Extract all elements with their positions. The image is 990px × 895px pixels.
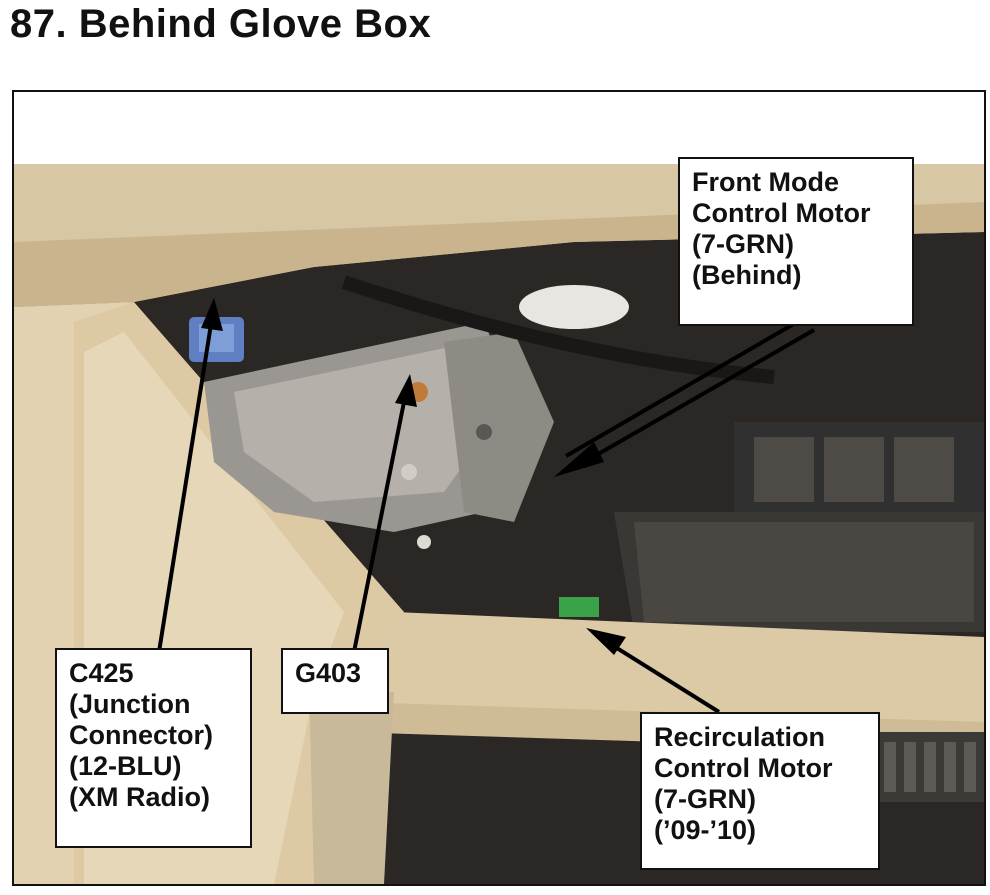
callout-line: Control Motor <box>654 753 833 783</box>
callout-g403-ground: G403 <box>281 648 389 714</box>
callout-recirculation-control-motor: Recirculation Control Motor (7-GRN) (’09… <box>640 712 880 870</box>
callout-line: G403 <box>295 658 362 688</box>
callout-line: (Behind) <box>692 260 802 290</box>
callout-line: (XM Radio) <box>69 782 210 812</box>
callout-c425-junction-connector: C425 (Junction Connector) (12-BLU) (XM R… <box>55 648 252 848</box>
page-title: 87. Behind Glove Box <box>10 2 432 46</box>
arrow-c425-head <box>201 298 223 331</box>
arrow-c425 <box>157 317 214 653</box>
arrow-g403 <box>352 391 408 653</box>
arrow-g403-head <box>395 374 417 407</box>
callout-line: (Junction <box>69 689 191 719</box>
callout-line: C425 <box>69 658 134 688</box>
callout-line: (7-GRN) <box>654 784 756 814</box>
callout-line: Recirculation <box>654 722 826 752</box>
callout-line: Control Motor <box>692 198 871 228</box>
arrow-front-mode <box>564 316 815 470</box>
callout-line: (’09-’10) <box>654 815 757 845</box>
callout-line: Connector) <box>69 720 213 750</box>
callout-line: (12-BLU) <box>69 751 182 781</box>
arrow-front-mode-head <box>554 442 604 477</box>
arrow-recirc <box>602 638 721 714</box>
callout-line: (7-GRN) <box>692 229 794 259</box>
arrow-recirc-head <box>586 628 626 655</box>
callout-line: Front Mode <box>692 167 839 197</box>
callout-front-mode-control-motor: Front Mode Control Motor (7-GRN) (Behind… <box>678 157 914 326</box>
